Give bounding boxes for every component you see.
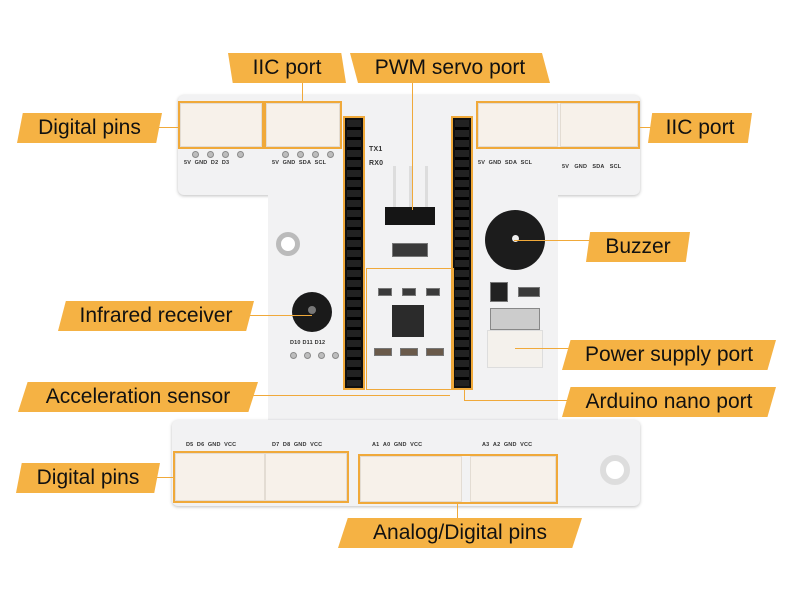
callout-arduino-nano-port: Arduino nano port	[562, 387, 776, 417]
pad	[318, 352, 325, 359]
smd-part	[400, 348, 418, 356]
smd-part	[518, 287, 540, 297]
silk-bottom-analog-b: A3 A2 GND VCC	[482, 442, 533, 448]
connector-analog-a	[360, 456, 462, 502]
leader-pwm	[412, 80, 413, 210]
pad	[312, 151, 319, 158]
smd-part	[378, 288, 392, 296]
callout-iic-port-left: IIC port	[228, 53, 346, 83]
frame-nano-left	[343, 116, 365, 390]
frame-accel	[366, 268, 454, 390]
pad	[222, 151, 229, 158]
silk-top-left-iic: 5V GND SDA SCL	[272, 160, 327, 166]
leader-nano-v	[464, 390, 465, 400]
pad	[304, 352, 311, 359]
pad	[282, 151, 289, 158]
callout-acceleration-sensor: Acceleration sensor	[18, 382, 258, 412]
callout-buzzer: Buzzer	[586, 232, 690, 262]
pad	[297, 151, 304, 158]
smd-part	[402, 288, 416, 296]
silk-top-left-digital: 5V GND D2 D3	[184, 160, 230, 166]
servo-pin	[393, 166, 396, 210]
leader-power	[515, 348, 575, 349]
mounting-hole-right	[600, 455, 630, 485]
frame-analog	[358, 454, 558, 504]
leader-analog	[457, 503, 458, 519]
pad	[332, 352, 339, 359]
smd-part	[374, 348, 392, 356]
mounting-hole-left	[276, 232, 300, 256]
ir-lens	[308, 306, 316, 314]
callout-digital-pins-bottom: Digital pins	[16, 463, 160, 493]
frame-iic-top-left	[264, 101, 342, 149]
callout-iic-port-right: IIC port	[648, 113, 752, 143]
servo-header-base	[385, 207, 435, 225]
frame-iic-top-right	[476, 101, 640, 149]
callout-digital-pins-top: Digital pins	[17, 113, 162, 143]
leader-iic-left	[302, 80, 303, 102]
silk-bottom-digital-b: D7 D8 GND VCC	[272, 442, 323, 448]
pad	[192, 151, 199, 158]
leader-iic-right	[640, 127, 654, 128]
silk-rx0: RX0	[369, 160, 384, 167]
nano-header-left	[345, 118, 363, 388]
silk-bottom-analog-a: A1 A0 GND VCC	[372, 442, 423, 448]
callout-power-supply-port: Power supply port	[562, 340, 776, 370]
accelerometer-chip	[392, 305, 424, 337]
leader-accel	[250, 395, 450, 396]
buzzer-hole	[512, 235, 519, 242]
nano-header-right	[453, 118, 471, 388]
power-switch	[490, 308, 540, 330]
power-supply-connector	[487, 330, 543, 368]
regulator	[490, 282, 508, 302]
smd-part	[426, 348, 444, 356]
silk-top-right-iic-a: 5V GND SDA SCL	[478, 160, 533, 166]
servo-pin	[409, 166, 412, 210]
leader-nano-h	[464, 400, 574, 401]
silk-ir-pins: D10 D11 D12	[290, 340, 326, 346]
connector-digital-bottom-b	[265, 453, 347, 501]
connector-iic-top-right-a	[478, 103, 558, 147]
connector-iic-top-left	[266, 103, 340, 147]
silk-tx1: TX1	[369, 146, 383, 153]
pad	[207, 151, 214, 158]
leader-digital-bottom	[148, 477, 174, 478]
leader-ir	[240, 315, 312, 316]
servo-pin	[425, 166, 428, 210]
frame-digital-bottom	[173, 451, 349, 503]
frame-digital-top	[178, 101, 264, 149]
leader-digital-top	[152, 127, 180, 128]
callout-analog-digital-pins: Analog/Digital pins	[338, 518, 582, 548]
leader-buzzer	[514, 240, 594, 241]
silk-top-right-iic-b: 5V GND SDA SCL	[562, 164, 622, 170]
frame-nano-right	[451, 116, 473, 390]
connector-iic-top-right-b	[560, 103, 638, 147]
smd-part	[426, 288, 440, 296]
callout-infrared-receiver: Infrared receiver	[58, 301, 254, 331]
smd-part	[392, 243, 428, 257]
connector-digital-top	[180, 103, 262, 147]
callout-pwm-servo-port: PWM servo port	[350, 53, 550, 83]
pad	[290, 352, 297, 359]
connector-digital-bottom-a	[175, 453, 265, 501]
pad	[327, 151, 334, 158]
silk-bottom-digital-a: D5 D6 GND VCC	[186, 442, 237, 448]
connector-analog-b	[470, 456, 556, 502]
pad	[237, 151, 244, 158]
